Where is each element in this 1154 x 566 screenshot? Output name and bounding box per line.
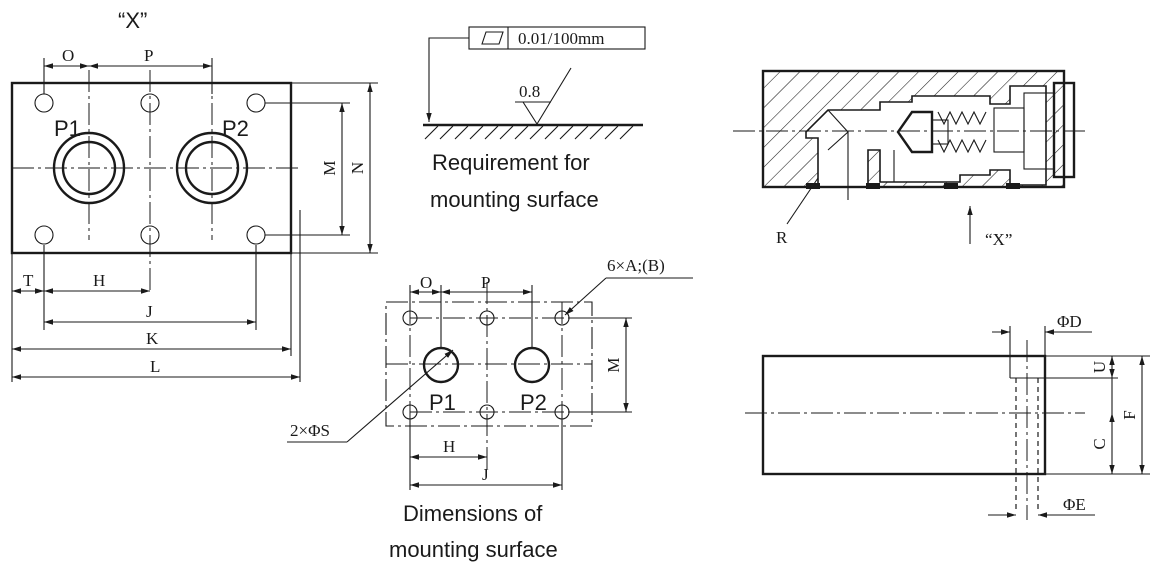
- mounting-dim-p: P: [481, 273, 490, 292]
- dim-k-label: K: [146, 329, 159, 348]
- plan-view-label: “X”: [118, 8, 147, 33]
- mounting-port-p2: [513, 346, 551, 384]
- plan-view: “X” P1 P2 O P: [10, 8, 378, 382]
- mounting-dim-j: J: [482, 465, 489, 484]
- mounting-dim-o: O: [420, 273, 432, 292]
- mounting-caption-1: Dimensions of: [403, 501, 543, 526]
- side-body-outline: [761, 354, 1047, 476]
- plan-port2-label: P2: [222, 116, 249, 141]
- hole-callout-leader: [564, 277, 607, 316]
- dim-m-label: M: [320, 160, 339, 175]
- dim-h-label: H: [93, 271, 105, 290]
- bolt-hole: [246, 225, 266, 245]
- side-dim-e: ΦE: [1063, 495, 1086, 514]
- bolt-hole: [140, 225, 160, 245]
- hole-callout-label: 6×A;(B): [607, 256, 665, 275]
- bolt-hole: [34, 93, 54, 113]
- plan-port1-label: P1: [54, 116, 81, 141]
- side-dim-u: U: [1090, 361, 1109, 373]
- flatness-leader: [426, 37, 469, 122]
- dim-p-label: P: [144, 46, 153, 65]
- section-body-outline: [761, 69, 1066, 189]
- requirement-caption-2: mounting surface: [430, 187, 599, 212]
- port-p1-inner: [61, 140, 117, 196]
- surface-requirement: 0.01/100mm 0.8 Requirement for mounting …: [423, 26, 646, 212]
- bolt-hole: [479, 310, 495, 326]
- bolt-hole: [246, 93, 266, 113]
- mounting-dim-m: M: [604, 357, 623, 372]
- section-x-label: “X”: [985, 230, 1012, 249]
- flatness-icon: [481, 31, 504, 45]
- port-p1-outer: [52, 131, 126, 205]
- bolt-hole: [140, 93, 160, 113]
- surface-hatching: [424, 125, 634, 140]
- mounting-caption-2: mounting surface: [389, 537, 558, 562]
- side-dim-f: F: [1120, 410, 1139, 419]
- roughness-value: 0.8: [519, 82, 540, 101]
- mounting-port1-label: P1: [429, 390, 456, 415]
- dim-t-label: T: [23, 271, 34, 290]
- bolt-hole: [34, 225, 54, 245]
- port-callout-label: 2×ΦS: [290, 421, 330, 440]
- dim-o-label: O: [62, 46, 74, 65]
- dim-l-label: L: [150, 357, 160, 376]
- side-view: ΦD U C F ΦE: [745, 312, 1150, 520]
- section-view: R “X”: [733, 69, 1086, 249]
- bolt-hole: [479, 404, 495, 420]
- mounting-dim-h: H: [443, 437, 455, 456]
- mounting-port-p1: [422, 346, 460, 384]
- dim-n-label: N: [348, 162, 367, 174]
- mounting-surface-view: P1 P2 6×A;(B) 2×ΦS O P M H J Dimensions …: [287, 256, 693, 562]
- requirement-caption-1: Requirement for: [432, 150, 590, 175]
- side-dim-d: ΦD: [1057, 312, 1082, 331]
- mounting-port2-label: P2: [520, 390, 547, 415]
- bolt-hole: [402, 404, 418, 420]
- port-p2-outer: [175, 131, 249, 205]
- side-dim-c: C: [1090, 438, 1109, 449]
- section-r-label: R: [776, 228, 788, 247]
- port-p2-inner: [184, 140, 240, 196]
- bolt-hole: [402, 310, 418, 326]
- dim-j-label: J: [146, 302, 153, 321]
- port-callout-leader: [346, 349, 454, 443]
- poppet: [896, 110, 934, 154]
- flatness-value: 0.01/100mm: [518, 29, 604, 48]
